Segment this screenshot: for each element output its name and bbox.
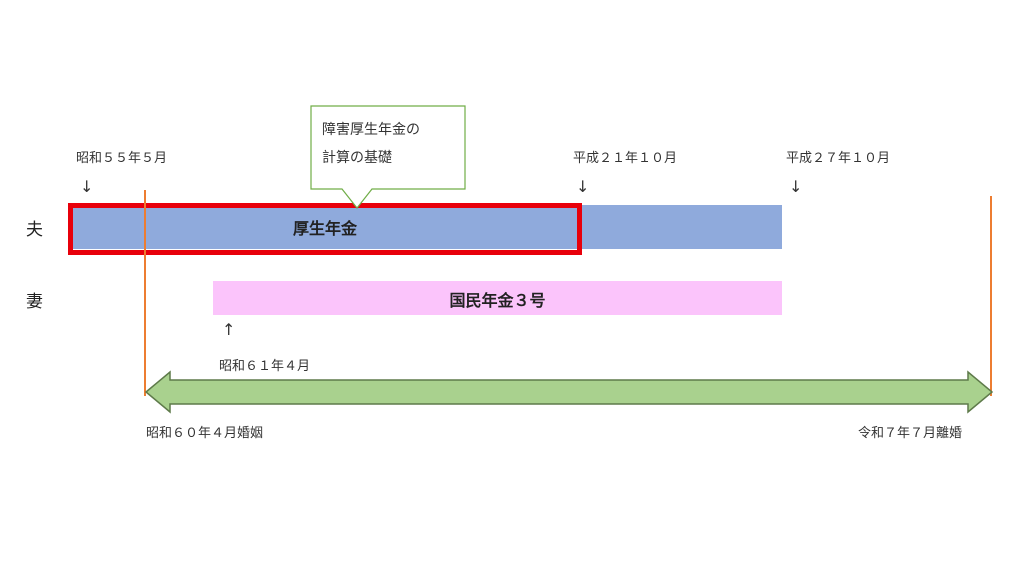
- highlight-box: [68, 203, 582, 255]
- callout-line-1: 障害厚生年金の: [322, 122, 420, 138]
- down-arrow-h21: ↓: [576, 177, 590, 196]
- marriage-label: 昭和６０年４月婚姻: [146, 426, 264, 441]
- divorce-label: 令和７年７月離婚: [858, 426, 963, 441]
- date-label-s55: 昭和５５年５月: [76, 151, 168, 166]
- up-arrow-s61: ↑: [222, 320, 236, 339]
- kosei-nenkin-bar: [70, 205, 782, 249]
- husband-label: 夫: [26, 220, 43, 240]
- kokumin-nenkin-3-bar-label: 国民年金３号: [449, 291, 546, 310]
- down-arrow-s55: ↓: [80, 177, 94, 196]
- callout-line-2: 計算の基礎: [322, 150, 392, 166]
- date-label-h27: 平成２７年１０月: [786, 151, 891, 166]
- wife-label: 妻: [26, 292, 43, 312]
- down-arrow-h27: ↓: [789, 177, 803, 196]
- date-label-s61: 昭和６１年４月: [219, 359, 311, 374]
- kokumin-nenkin-3-bar: [213, 281, 782, 315]
- date-label-h21: 平成２１年１０月: [573, 151, 678, 166]
- kosei-nenkin-bar-label: 厚生年金: [292, 219, 357, 238]
- divorce-vertical-line: [990, 196, 992, 396]
- marriage-vertical-line: [144, 190, 146, 396]
